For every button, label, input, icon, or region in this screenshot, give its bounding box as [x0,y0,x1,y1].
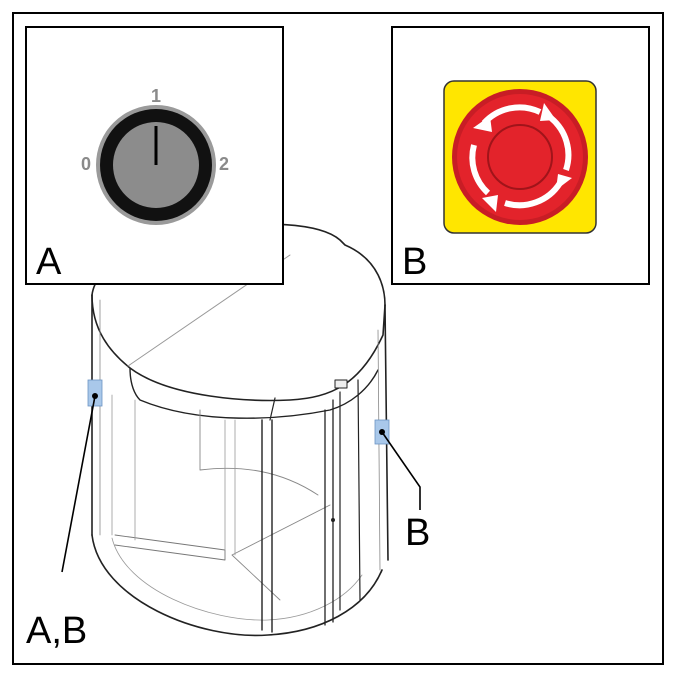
inset-b: B [391,26,650,285]
door-base [91,534,383,637]
arrowhead-top [473,116,492,132]
key-switch-icon [96,105,216,225]
leader-right-dot [379,429,385,435]
revolving-door-illustration [91,223,389,637]
switch-position-0: 0 [81,154,91,174]
arrowhead-bottom [556,174,572,190]
callout-label-right: B [405,512,430,554]
callout-label-left: A,B [26,610,87,652]
arrowhead-right [540,103,556,121]
door-leaf-right [339,379,361,611]
door-leaf-mid [324,399,334,626]
inset-b-label: B [402,241,427,283]
inner-frame-left [111,394,136,541]
leader-left-dot [92,393,98,399]
canopy-rim-lower [129,367,379,419]
estop-center [487,124,553,190]
leader-right [381,431,421,510]
door-handle [334,379,348,389]
inset-a: 0 1 2 A [25,26,284,285]
switch-position-2: 2 [219,154,229,174]
emergency-stop-button-icon [443,80,597,234]
arrow-bottom [504,181,563,209]
leader-left [61,395,96,573]
door-knob [331,518,335,522]
switch-position-1: 1 [151,86,161,106]
wing-back [199,409,319,496]
canopy-rim [91,294,386,402]
arrowhead-left [482,195,498,212]
right-wall-inner [377,329,381,571]
canopy-seam-b [269,397,276,421]
callout-lines [61,395,421,573]
inner-frame-mid [224,419,236,556]
door-leaf-left [261,419,273,633]
inset-a-label: A [36,241,62,283]
wing-left [114,534,226,561]
door-base-inner [111,537,363,621]
estop-arrow-heads [473,103,572,212]
arrow-right [548,115,572,171]
arrow-left [469,144,491,196]
